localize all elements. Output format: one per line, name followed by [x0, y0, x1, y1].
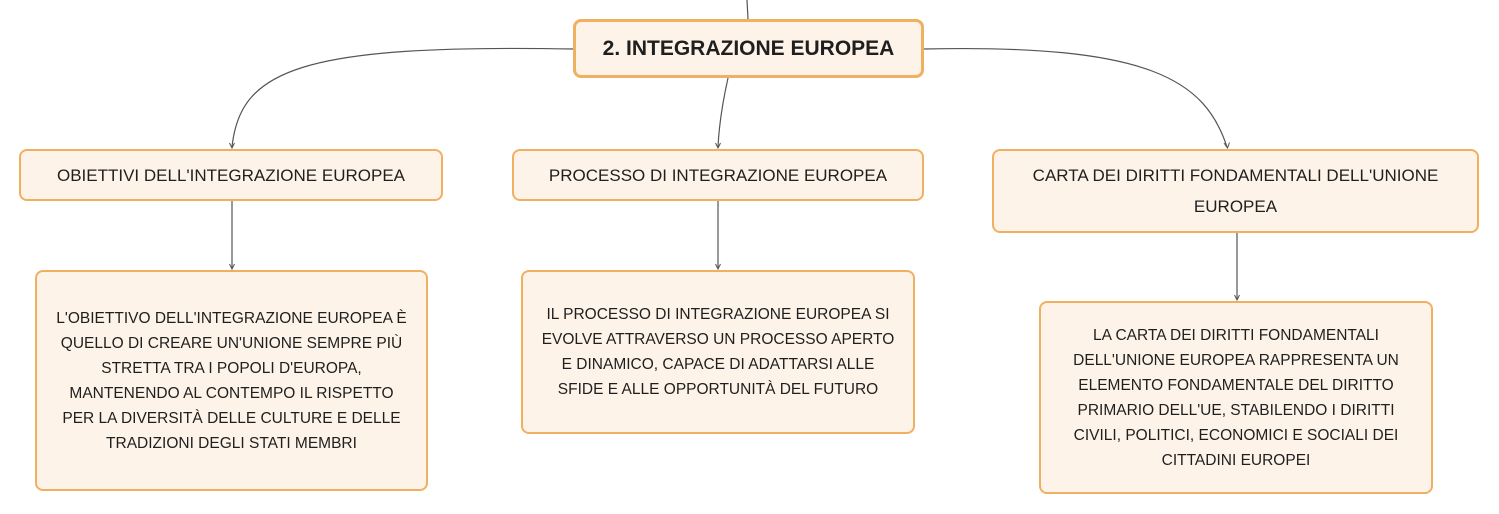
detail-text-line: ELEMENTO FONDAMENTALE DEL DIRITTO: [1078, 376, 1394, 394]
arrowhead-topic-3: [1223, 142, 1230, 150]
detail-text-line: STRETTA TRA I POPOLI D'EUROPA,: [101, 359, 362, 377]
topic-node-carta-diritti[interactable]: CARTA DEI DIRITTI FONDAMENTALI DELL'UNIO…: [992, 149, 1479, 233]
detail-node-carta-diritti[interactable]: LA CARTA DEI DIRITTI FONDAMENTALI DELL'U…: [1039, 301, 1433, 494]
arrowhead-detail-2: [715, 263, 721, 271]
detail-text-line: CIVILI, POLITICI, ECONOMICI E SOCIALI DE…: [1073, 426, 1399, 444]
detail-text: L'OBIETTIVO DELL'INTEGRAZIONE EUROPEA È …: [56, 306, 406, 456]
detail-text: IL PROCESSO DI INTEGRAZIONE EUROPEA SI E…: [542, 302, 895, 402]
detail-text-line: EVOLVE ATTRAVERSO UN PROCESSO APERTO: [541, 331, 895, 348]
topic-label: PROCESSO DI INTEGRAZIONE EUROPEA: [548, 165, 888, 185]
detail-text-line: E DINAMICO, CAPACE DI ADATTARSI ALLE: [561, 356, 875, 373]
connector-root-to-topic-1: [231, 47, 574, 148]
detail-text-line: TRADIZIONI DEGLI STATI MEMBRI: [106, 434, 357, 452]
arrowhead-topic-2: [715, 142, 721, 150]
detail-node-processo[interactable]: IL PROCESSO DI INTEGRAZIONE EUROPEA SI E…: [521, 270, 915, 434]
topic-node-obiettivi[interactable]: OBIETTIVI DELL'INTEGRAZIONE EUROPEA: [19, 149, 443, 201]
arrowhead-detail-3: [1234, 294, 1240, 302]
connector-root-to-topic-3: [923, 47, 1228, 148]
detail-text-line: CITTADINI EUROPEI: [1161, 451, 1311, 469]
detail-text-line: DELL'UNIONE EUROPEA RAPPRESENTA UN: [1073, 351, 1399, 369]
root-node[interactable]: 2. INTEGRAZIONE EUROPEA: [573, 19, 924, 78]
connector-from-parent: [746, 0, 749, 20]
detail-text-line: MANTENENDO AL CONTEMPO IL RISPETTO: [69, 384, 394, 402]
connector-root-to-topic-2: [717, 77, 729, 148]
topic-node-processo[interactable]: PROCESSO DI INTEGRAZIONE EUROPEA: [512, 149, 924, 201]
detail-text-line: IL PROCESSO DI INTEGRAZIONE EUROPEA SI: [546, 306, 890, 323]
arrowhead-detail-1: [229, 263, 235, 271]
detail-text-line: PRIMARIO DELL'UE, STABILENDO I DIRITTI: [1077, 401, 1395, 419]
topic-label-line: EUROPEA: [1193, 197, 1278, 216]
topic-label: OBIETTIVI DELL'INTEGRAZIONE EUROPEA: [56, 165, 406, 185]
detail-text: LA CARTA DEI DIRITTI FONDAMENTALI DELL'U…: [1073, 323, 1399, 473]
topic-label: CARTA DEI DIRITTI FONDAMENTALI DELL'UNIO…: [1033, 160, 1439, 222]
root-label: 2. INTEGRAZIONE EUROPEA: [602, 36, 895, 60]
detail-node-obiettivi[interactable]: L'OBIETTIVO DELL'INTEGRAZIONE EUROPEA È …: [35, 270, 428, 491]
detail-text-line: L'OBIETTIVO DELL'INTEGRAZIONE EUROPEA È: [56, 309, 407, 327]
detail-text-line: LA CARTA DEI DIRITTI FONDAMENTALI: [1093, 326, 1379, 344]
arrowhead-topic-1: [229, 142, 235, 150]
detail-text-line: QUELLO DI CREARE UN'UNIONE SEMPRE PIÙ: [60, 334, 403, 352]
topic-label-line: CARTA DEI DIRITTI FONDAMENTALI DELL'UNIO…: [1032, 166, 1439, 185]
detail-text-line: SFIDE E ALLE OPPORTUNITÀ DEL FUTURO: [557, 381, 879, 398]
detail-text-line: PER LA DIVERSITÀ DELLE CULTURE E DELLE: [62, 409, 401, 427]
